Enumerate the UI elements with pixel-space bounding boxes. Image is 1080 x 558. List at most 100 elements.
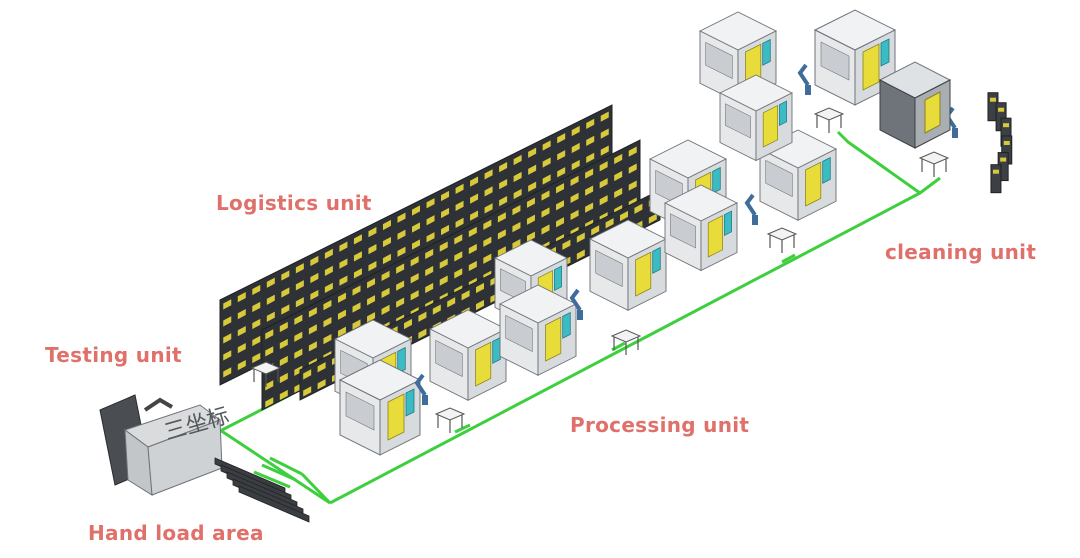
shelf-bin (237, 343, 246, 354)
machine-door-yellow (707, 215, 723, 258)
processing-unit-label: Processing unit (570, 413, 750, 437)
shelf-bin (512, 221, 521, 233)
machine-door-yellow (475, 341, 492, 387)
shelf-bin (620, 210, 628, 222)
shelf-bin (339, 258, 348, 269)
shelf-bin (586, 152, 595, 163)
machine-door-yellow (545, 316, 562, 362)
shelf-bin (308, 324, 317, 335)
shelf-bin (528, 164, 537, 175)
shelf-bin (586, 118, 595, 129)
conveyor-segment (253, 470, 291, 489)
shelf-bin (339, 241, 348, 252)
shelf-bin (295, 263, 304, 274)
machining-center (588, 219, 668, 312)
hand-load-rack (238, 485, 310, 523)
shelf-bin (599, 178, 608, 189)
machine-window (725, 103, 751, 139)
shelf-bin (265, 329, 274, 340)
machining-center (813, 9, 897, 106)
shelf-bin (352, 285, 361, 296)
shelf-bin (303, 386, 312, 397)
shelf-bin (526, 197, 535, 208)
shelf-bin (418, 328, 427, 339)
shelf-bin (476, 282, 484, 294)
shelf-bin (265, 380, 274, 391)
shelf-bin (570, 209, 579, 221)
shelf-bin (454, 234, 463, 245)
shelf-bin (628, 180, 637, 191)
testing-unit-cmm: 三坐标 (99, 394, 232, 496)
table-top (250, 361, 282, 375)
shelf-bin (557, 150, 566, 161)
shelf-bin (223, 333, 232, 344)
machine-panel-cyan (492, 336, 501, 364)
shelf-bin (497, 212, 506, 223)
shelf-bin (279, 321, 288, 333)
machine-window (345, 391, 375, 431)
shelf-bin (339, 275, 348, 286)
shelf-bin (367, 312, 376, 323)
shelf-bin (439, 241, 448, 252)
shelf-bin (470, 193, 479, 204)
shelf-bin (541, 190, 550, 201)
shelf-bin (556, 183, 565, 194)
shelf-bin (426, 198, 435, 209)
shelf-bin (396, 297, 405, 308)
transfer-table (434, 407, 466, 433)
shelf-bin (317, 379, 326, 390)
robot-link (744, 193, 757, 217)
shelf-bin (410, 273, 419, 284)
machine-door-yellow (635, 251, 652, 297)
shelf-bin (353, 234, 362, 245)
transfer-table (250, 361, 282, 387)
cleaning-rack-bin (1000, 157, 1007, 162)
shelf-bin (526, 231, 535, 242)
shelf-bin (223, 350, 232, 361)
table-legs (816, 115, 842, 133)
shelf-bin (468, 260, 477, 272)
shelf-bin (410, 256, 419, 267)
shelf-bin (512, 204, 521, 216)
shelf-bin (513, 154, 522, 166)
shelf-bin (600, 111, 609, 122)
table-legs (437, 415, 463, 433)
machine-window (670, 213, 696, 249)
shelf-bin (310, 272, 319, 284)
machine-panel-cyan (405, 388, 415, 417)
transfer-table (610, 329, 642, 355)
shelf-bin (381, 304, 390, 316)
shelf-bin (266, 294, 275, 305)
shelf-bin (628, 146, 637, 157)
conveyor-segment (269, 456, 303, 476)
table-top (610, 329, 642, 343)
shelf-bin (252, 318, 261, 330)
shelf-bin (557, 133, 566, 144)
shelf-bin (367, 278, 376, 289)
shelf-bin (323, 316, 332, 328)
shelf-bin (381, 270, 390, 282)
shelf-bin (605, 218, 614, 229)
machine-panel-cyan (779, 100, 787, 126)
shelf-bin (317, 362, 326, 373)
robot-base (952, 128, 958, 138)
shelf-bin (571, 142, 580, 154)
shelf-bin (425, 248, 434, 260)
shelf-bin (614, 153, 623, 165)
shelf-bin (266, 311, 275, 322)
shelf-bin (542, 174, 551, 185)
shelf-bin (418, 311, 427, 322)
shelf-bin (352, 319, 361, 330)
cleaning-door (924, 91, 941, 134)
shelf-bin (237, 326, 246, 337)
shelf-bin (484, 169, 493, 180)
shelf-bin (454, 251, 463, 262)
shelf-bin (499, 179, 508, 190)
robot-link (414, 373, 427, 397)
shelf-bin (337, 309, 346, 320)
shelf-bin (310, 255, 319, 267)
shelf-bin (294, 365, 303, 376)
cleaning-rack-bin (992, 169, 999, 174)
table-legs (253, 369, 279, 387)
shelf-bin (483, 219, 492, 230)
